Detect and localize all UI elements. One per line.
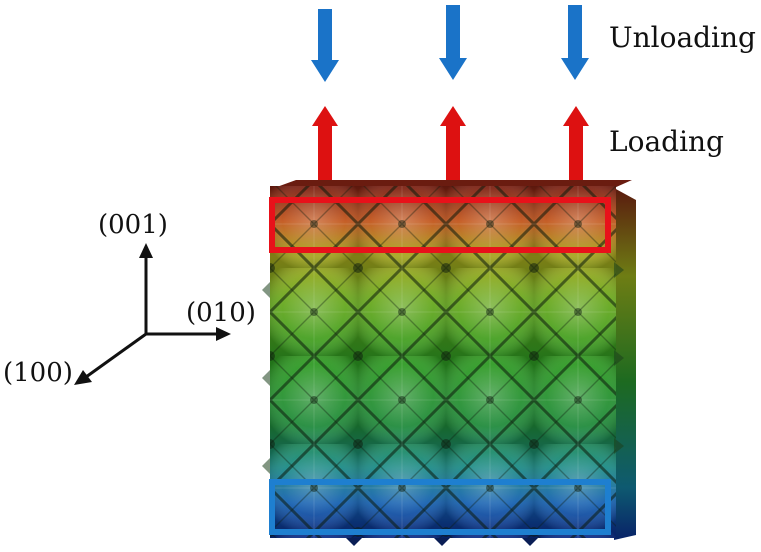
arrow-up-icon bbox=[440, 106, 466, 181]
unloading-label: Unloading bbox=[609, 21, 756, 54]
top-highlight-box bbox=[269, 197, 611, 253]
lattice-bottom-nodes bbox=[346, 538, 538, 546]
lattice-side-face bbox=[614, 188, 636, 540]
lattice-struts bbox=[270, 186, 616, 538]
lattice-block bbox=[262, 180, 636, 546]
axis-z-label: (001) bbox=[98, 210, 168, 240]
arrow-down-icon bbox=[561, 5, 589, 80]
loading-label: Loading bbox=[609, 125, 724, 158]
lattice-edge-nodes bbox=[262, 262, 624, 474]
axis-x-label: (100) bbox=[3, 358, 73, 388]
axis-y-label: (010) bbox=[186, 298, 256, 328]
axis-y-arrowhead-icon bbox=[216, 327, 231, 341]
loading-arrows bbox=[312, 106, 589, 181]
arrow-up-icon bbox=[312, 106, 338, 181]
unloading-arrows bbox=[311, 5, 589, 82]
axis-x-arrowhead-icon bbox=[74, 370, 92, 385]
bottom-highlight-box bbox=[269, 479, 611, 535]
axis-z-arrowhead-icon bbox=[139, 243, 153, 258]
coordinate-axes bbox=[74, 243, 231, 385]
arrow-down-icon bbox=[311, 9, 339, 82]
arrow-down-icon bbox=[439, 5, 467, 80]
arrow-up-icon bbox=[563, 106, 589, 181]
